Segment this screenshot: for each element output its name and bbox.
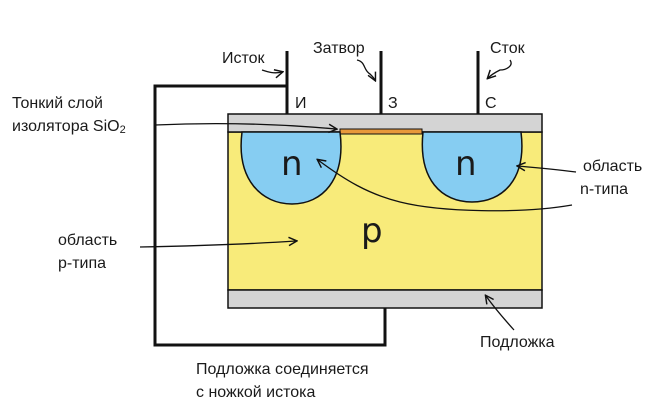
oxide-label-line1: Тонкий слой	[12, 95, 103, 112]
drain-letter: С	[485, 95, 497, 112]
n-region-left	[240, 131, 342, 205]
oxide-label-line2: изолятора SiO2	[12, 118, 126, 136]
substrate-layer	[227, 289, 543, 309]
p-region-label-line2: p-типа	[58, 255, 106, 272]
gate-arrow	[356, 59, 375, 80]
n-region-label-line2: n-типа	[580, 181, 628, 198]
substrate-arrow	[486, 296, 515, 331]
n-region-label-line1: область	[583, 158, 642, 175]
n-region-right	[421, 131, 523, 203]
note-line2: с ножкой истока	[196, 384, 316, 401]
n-left-symbol: n	[281, 144, 303, 184]
drain-arrow	[488, 59, 512, 78]
gate-label: Затвор	[313, 40, 365, 57]
source-arrow	[261, 70, 282, 73]
n-region-arrow	[518, 166, 577, 173]
oxide-arrow	[154, 122, 336, 129]
p-symbol: p	[361, 211, 383, 251]
note-line1: Подложка соединяется	[196, 361, 369, 378]
p-region-arrow	[139, 241, 296, 248]
substrate-label: Подложка	[480, 334, 555, 351]
source-letter: И	[295, 95, 307, 112]
gate-letter: З	[388, 95, 398, 112]
drain-label: Сток	[490, 40, 526, 57]
substrate-wire	[153, 84, 387, 347]
source-label: Исток	[222, 50, 266, 67]
p-region-label-line1: область	[58, 232, 117, 249]
gate-metal	[339, 128, 423, 135]
n-region-to-left-arrow	[318, 160, 573, 212]
n-right-symbol: n	[455, 144, 477, 184]
